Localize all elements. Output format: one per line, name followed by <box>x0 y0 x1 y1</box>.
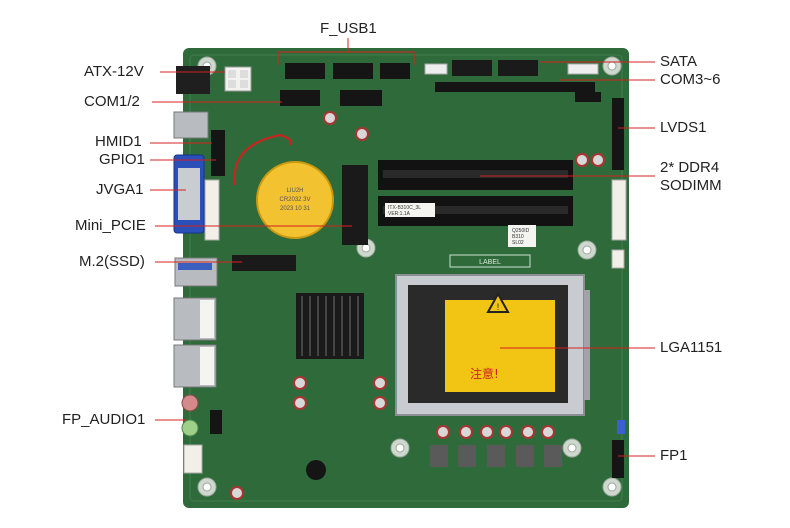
mounting-holes <box>197 56 622 497</box>
label-sodimm: SODIMM <box>660 177 722 194</box>
ddr4-slots <box>378 160 573 226</box>
hdmi-port <box>173 111 209 139</box>
inductors <box>430 445 562 467</box>
sata-connectors <box>452 60 538 76</box>
label-hmid1: HMID1 <box>95 133 142 150</box>
label-fp-audio1: FP_AUDIO1 <box>62 411 146 428</box>
leader-lines <box>150 38 655 457</box>
m2-ssd-slot <box>232 255 296 271</box>
label-f-usb1: F_USB1 <box>320 20 377 37</box>
svg-text:CR2032 3V: CR2032 3V <box>279 197 310 203</box>
cmos-battery <box>256 161 334 239</box>
lvds1-header <box>612 98 624 170</box>
label-atx-12v: ATX-12V <box>84 63 144 80</box>
label-m2-ssd: M.2(SSD) <box>79 253 145 270</box>
label-sata: SATA <box>660 53 697 70</box>
svg-text:Q250ID: Q250ID <box>512 228 530 234</box>
lga1151-socket: ! 注意! <box>395 274 590 416</box>
label-jvga1: JVGA1 <box>96 181 144 198</box>
svg-text:VER:1.1A: VER:1.1A <box>388 211 411 217</box>
chipset-heatsink <box>296 293 364 359</box>
label-fp1: FP1 <box>660 447 688 464</box>
svg-text:LABEL: LABEL <box>479 259 501 266</box>
com1-2-headers <box>280 90 382 106</box>
svg-text:2023 10 31: 2023 10 31 <box>280 206 311 212</box>
label-mini-pcie: Mini_PCIE <box>75 217 146 234</box>
audio-jack-line <box>181 419 199 437</box>
capacitors <box>230 111 605 500</box>
label-com1-2: COM1/2 <box>84 93 140 110</box>
svg-text:B310: B310 <box>512 234 524 240</box>
label-gpio1: GPIO1 <box>99 151 145 168</box>
audio-jack-mic <box>181 394 199 412</box>
fp1-header <box>612 440 624 478</box>
svg-text:注意!: 注意! <box>470 366 499 381</box>
svg-text:ITX-B310C_3L: ITX-B310C_3L <box>388 205 421 211</box>
label-lvds1: LVDS1 <box>660 119 707 136</box>
label-ddr4: 2* DDR4 <box>660 159 720 176</box>
mini-pcie-slot <box>342 165 368 245</box>
f-usb1-headers <box>285 63 410 79</box>
label-com3-6: COM3~6 <box>660 71 721 88</box>
label-lga1151: LGA1151 <box>660 339 723 356</box>
svg-text:LIU2H: LIU2H <box>286 188 303 194</box>
com3-6-header <box>435 82 595 92</box>
svg-text:!: ! <box>497 302 500 312</box>
svg-text:SL02: SL02 <box>512 240 524 246</box>
